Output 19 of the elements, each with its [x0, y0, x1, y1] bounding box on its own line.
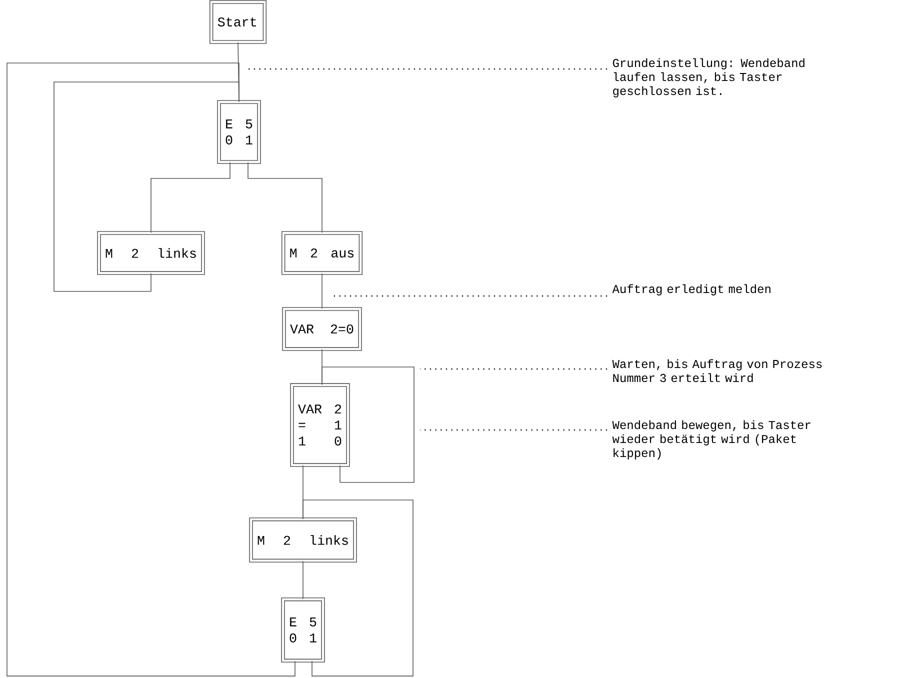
process-box: M 2 aus — [281, 231, 363, 275]
flow-line — [302, 560, 304, 600]
process-box: E 5 0 1 — [217, 100, 261, 164]
flow-line — [6, 62, 296, 676]
annotation-text: Warten, bis Auftrag von Prozess Nummer 3 erteilt wird — [612, 359, 822, 382]
annotation-text: Auftrag erledigt melden — [612, 284, 770, 296]
flow-line — [54, 82, 240, 292]
process-box: VAR 2=0 — [282, 307, 362, 351]
flow-line — [248, 162, 322, 233]
annotation-text: Wendeband bewegen, bis Taster wieder betätigt wird (Paket kippen) — [612, 420, 810, 460]
flow-line — [150, 162, 230, 233]
process-box: VAR 2 = 1 1 0 — [290, 383, 350, 467]
process-box: M 2 links — [249, 517, 357, 563]
process-box: M 2 links — [97, 231, 205, 275]
process-box: E 5 0 1 — [281, 597, 325, 663]
annotation-text: Grundeinstellung: Wendeband laufen lassen, bis Taster geschlossen ist. — [612, 58, 804, 98]
process-box: Start — [209, 0, 267, 44]
flow-line — [322, 366, 414, 483]
flow-line — [302, 500, 414, 676]
